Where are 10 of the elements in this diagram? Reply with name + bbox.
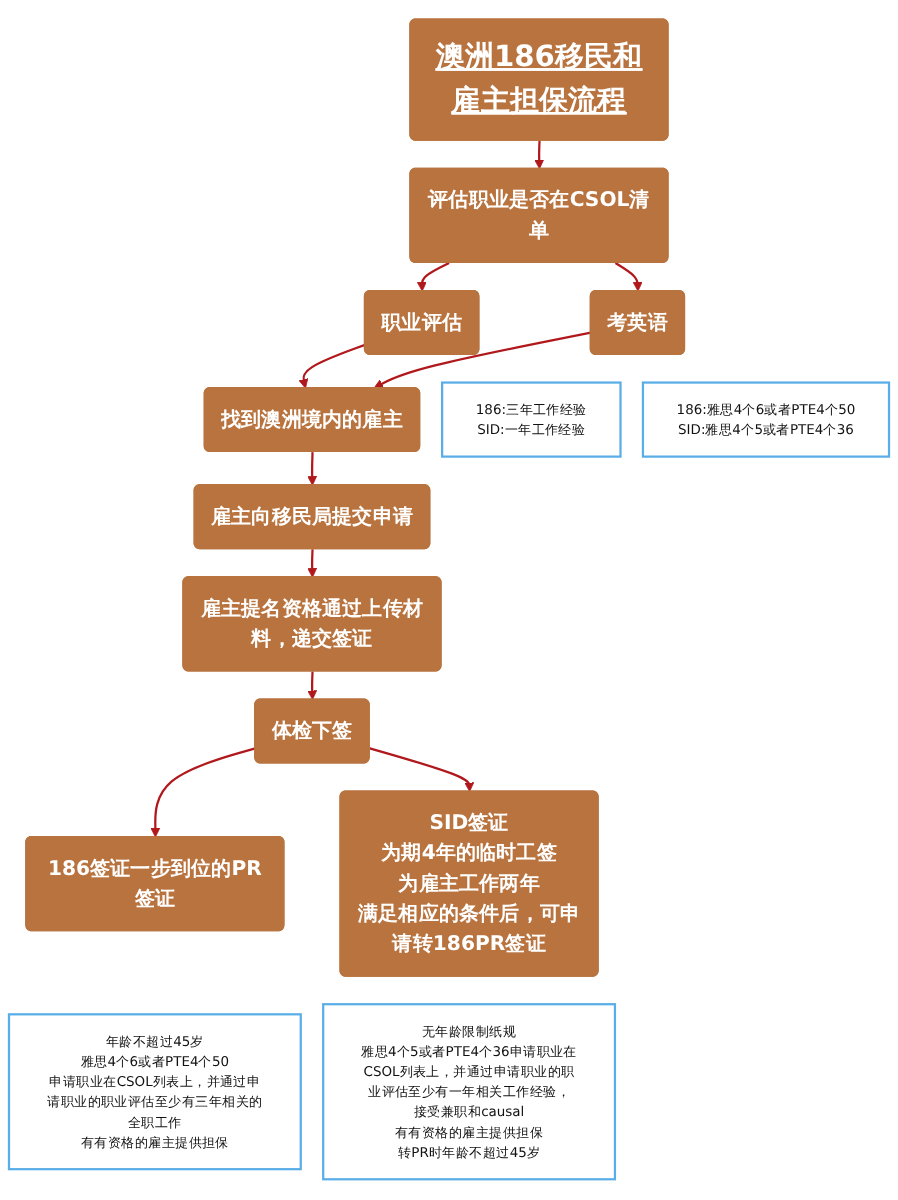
arrow [307,672,318,701]
arrow [373,332,592,390]
arrow [150,748,256,839]
arrow [416,262,450,293]
arrow [534,141,545,171]
arrow [307,550,318,579]
arrow [614,262,643,293]
arrow [369,748,475,793]
arrow [298,344,366,390]
arrow [307,452,318,487]
